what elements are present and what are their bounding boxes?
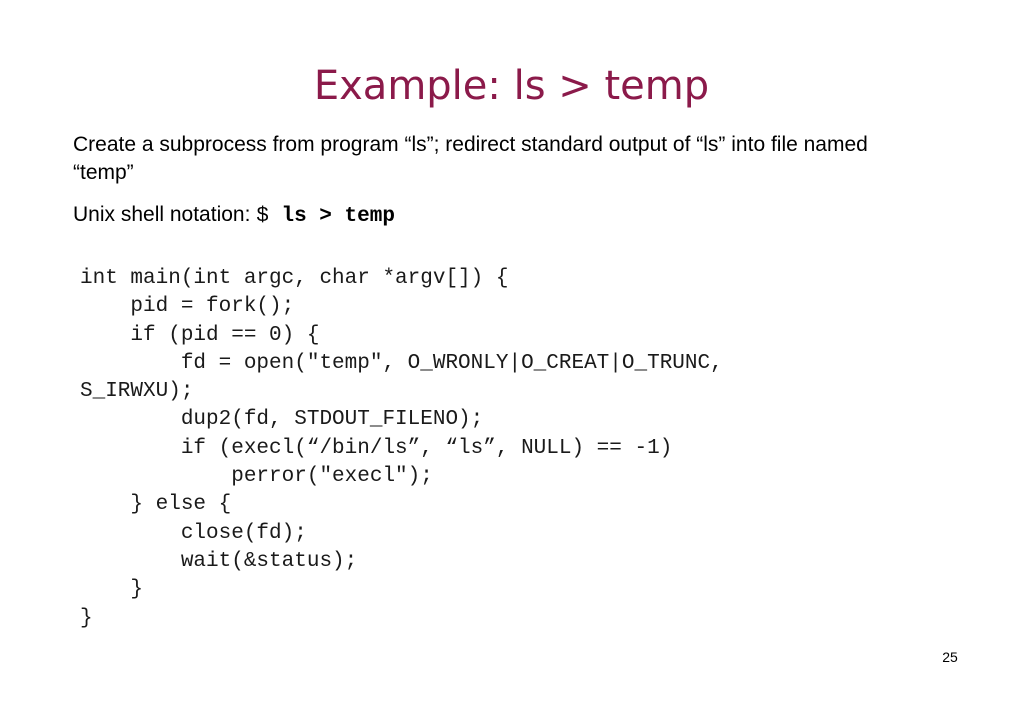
slide-title: Example: ls > temp bbox=[313, 63, 710, 109]
code-line: dup2(fd, STDOUT_FILENO); bbox=[80, 408, 484, 432]
code-line: } bbox=[80, 578, 144, 602]
code-line: perror("execl"); bbox=[80, 465, 433, 489]
page-number: 25 bbox=[942, 649, 958, 665]
code-line: close(fd); bbox=[80, 521, 307, 545]
code-line: if (pid == 0) { bbox=[80, 323, 320, 347]
code-line: fd = open("temp", O_WRONLY|O_CREAT|O_TRU… bbox=[80, 351, 723, 375]
code-line: S_IRWXU); bbox=[80, 380, 194, 404]
code-line: } else { bbox=[80, 493, 232, 517]
shell-notation: Unix shell notation: $ ls > temp bbox=[73, 201, 395, 231]
code-line: pid = fork(); bbox=[80, 295, 295, 319]
code-block: int main(int argc, char *argv[]) { pid =… bbox=[80, 265, 723, 633]
shell-prompt: $ bbox=[256, 205, 282, 228]
shell-command: ls > temp bbox=[281, 205, 395, 228]
code-line: if (execl(“/bin/ls”, “ls”, NULL) == -1) bbox=[80, 436, 673, 460]
slide-description: Create a subprocess from program “ls”; r… bbox=[73, 133, 868, 184]
shell-notation-label: Unix shell notation: bbox=[73, 203, 257, 226]
code-line: } bbox=[80, 606, 93, 630]
code-line: wait(&status); bbox=[80, 549, 358, 573]
code-line: int main(int argc, char *argv[]) { bbox=[80, 267, 509, 290]
